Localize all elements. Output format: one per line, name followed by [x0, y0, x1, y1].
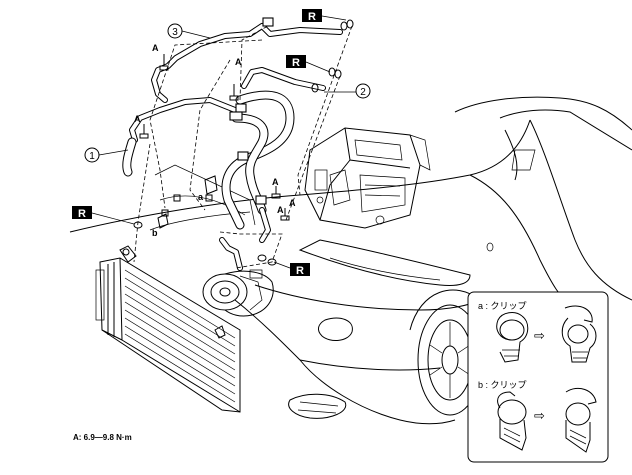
clip-mark-a: a: [198, 192, 204, 202]
svg-text:R: R: [296, 265, 304, 277]
replace-badge: R: [302, 9, 347, 23]
torque-mark-a: A: [277, 205, 284, 215]
torque-spec-note: A: 6.9—9.8 N·m: [73, 433, 132, 442]
svg-text:R: R: [292, 57, 300, 69]
arrow-icon: ⇨: [534, 328, 545, 343]
o-rings: [122, 19, 354, 266]
assembly-guide-lines: [133, 25, 353, 269]
clip-b-label: b : クリップ: [478, 380, 527, 390]
clip-b-open: [565, 387, 597, 453]
callout-part-1: 1: [84, 147, 129, 163]
svg-text:3: 3: [172, 27, 178, 38]
clip-a-open: [561, 305, 597, 363]
callout-part-2: 2: [324, 83, 371, 99]
torque-mark-a: A: [134, 114, 141, 124]
replace-badge: R: [273, 261, 310, 277]
svg-text:2: 2: [360, 87, 366, 98]
compressor: [202, 269, 274, 317]
callout-part-3: 3: [167, 23, 211, 39]
svg-text:R: R: [78, 208, 86, 220]
replace-badge: R: [286, 55, 331, 73]
replace-badge: R: [72, 206, 135, 225]
torque-mark-a: A: [272, 177, 279, 187]
clip-a-closed: [496, 312, 529, 363]
torque-mark-a: A: [235, 57, 242, 67]
svg-text:R: R: [308, 11, 316, 23]
torque-mark-a: A: [289, 198, 296, 208]
condenser: [95, 245, 241, 413]
torque-mark-a: A: [152, 43, 159, 53]
condenser-fins: [124, 269, 236, 403]
clip-a-label: a : クリップ: [478, 301, 527, 311]
clip-b-closed: [497, 391, 527, 451]
bolts: [139, 54, 290, 221]
heater-unit: [304, 127, 431, 229]
ac-pipes: [122, 17, 343, 271]
arrow-icon: ⇨: [534, 408, 545, 423]
clip-detail-inset: a : クリップ b : クリップ ⇨ ⇨: [467, 291, 609, 463]
svg-text:1: 1: [89, 151, 95, 162]
clip-mark-b: b: [152, 228, 158, 238]
